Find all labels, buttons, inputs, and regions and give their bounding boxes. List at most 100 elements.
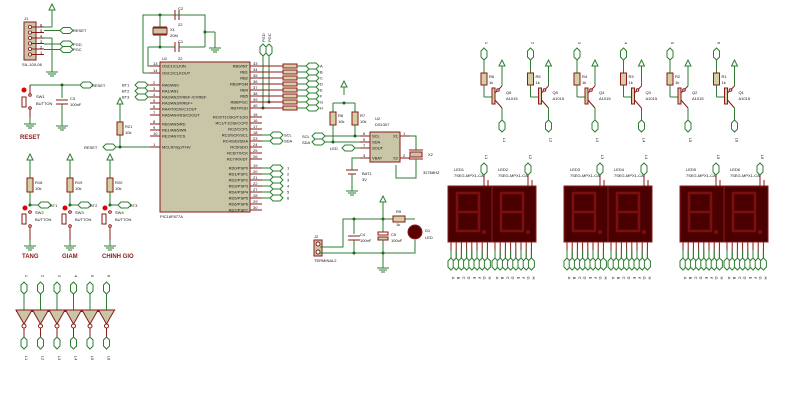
segment-label: B bbox=[500, 277, 505, 280]
pin-name: RB0/INT bbox=[233, 64, 249, 69]
junction-dot bbox=[118, 145, 122, 149]
cap-ref: C2 bbox=[178, 6, 184, 11]
display-part: 7SEG-MPX1-CA bbox=[570, 173, 600, 178]
button-sw2[interactable] bbox=[21, 213, 27, 225]
pin-name: RB5 bbox=[240, 94, 249, 99]
net-label: BT3 bbox=[122, 95, 130, 100]
res-value: 1k bbox=[675, 80, 679, 85]
net-label: 2 bbox=[41, 275, 46, 278]
terminal-screw bbox=[315, 241, 321, 247]
res-value: 10k bbox=[360, 119, 366, 124]
pin-name: RB7/PGD bbox=[230, 106, 248, 111]
display-led2 bbox=[491, 185, 537, 243]
pin-name: RD4/PSP4 bbox=[229, 190, 249, 195]
crystal-ref: X1 bbox=[170, 27, 176, 32]
pin-name: RA5/AN4/SS/C2OUT bbox=[162, 113, 200, 118]
pin-number: 4 bbox=[153, 92, 156, 97]
mcu-u1 bbox=[159, 61, 251, 213]
pin-number: 2 bbox=[153, 80, 156, 85]
net-terminal bbox=[269, 194, 284, 202]
power-icon bbox=[66, 152, 74, 161]
crystal-value: 32768HZ bbox=[423, 170, 440, 175]
net-label: 1 bbox=[484, 42, 489, 45]
battery-ref: BAT1 bbox=[362, 171, 372, 176]
header-j1 bbox=[23, 21, 37, 61]
net-terminal bbox=[269, 164, 284, 172]
segment-label: B bbox=[616, 277, 621, 280]
button-sw4[interactable] bbox=[101, 213, 107, 225]
pin-name: OSC2/CLKOUT bbox=[162, 71, 191, 76]
transistor-part: A1015 bbox=[692, 96, 704, 101]
res-value: 10k bbox=[75, 186, 81, 191]
segment-label: F bbox=[521, 277, 526, 280]
resistor bbox=[351, 111, 359, 126]
display-ref: LED2 bbox=[498, 167, 509, 172]
connector-ref: J2 bbox=[314, 234, 319, 239]
segment-label: D bbox=[467, 277, 472, 280]
wire bbox=[541, 99, 549, 109]
resistor bbox=[527, 72, 534, 86]
resistor-pack-element bbox=[282, 105, 298, 111]
wire bbox=[320, 218, 415, 248]
net-label: L5 bbox=[688, 138, 693, 143]
resistor bbox=[713, 72, 720, 86]
res-value: 1k bbox=[722, 80, 726, 85]
net-terminal bbox=[591, 119, 599, 133]
led-d1-icon bbox=[407, 224, 423, 240]
pin-name: RD6/PSP6 bbox=[229, 202, 249, 207]
net-terminal bbox=[712, 162, 720, 176]
transistor-ref: Q3 bbox=[646, 90, 652, 95]
pin-number: 35 bbox=[253, 73, 258, 78]
res-ref: R6 bbox=[489, 74, 495, 79]
segment-label: F bbox=[753, 277, 758, 280]
pin-name: RC0/T1OSO/T1CKI bbox=[213, 115, 248, 120]
net-terminal bbox=[620, 47, 627, 61]
segment-label: D bbox=[627, 277, 632, 280]
net-label: 3 bbox=[577, 42, 582, 45]
button-sw3[interactable] bbox=[61, 213, 67, 225]
segment-label: C bbox=[737, 277, 742, 280]
button-caption: CHINH GIO bbox=[102, 254, 134, 260]
resistor-pack-element bbox=[282, 63, 298, 69]
segment-label: G bbox=[526, 276, 531, 279]
transistor-q3 bbox=[631, 87, 635, 105]
net-label: BT3 bbox=[130, 203, 138, 208]
net-terminal bbox=[305, 86, 320, 94]
net-label: SDA bbox=[302, 140, 311, 145]
resistor bbox=[106, 177, 114, 193]
cap-value: 22 bbox=[178, 56, 183, 61]
pin-number: 38 bbox=[253, 91, 258, 96]
net-label: SDA bbox=[284, 139, 293, 144]
net-label: C bbox=[320, 76, 323, 81]
net-terminal bbox=[715, 257, 723, 271]
cap-ref: C3 bbox=[70, 96, 76, 101]
resistor bbox=[26, 177, 34, 193]
net-label: F bbox=[320, 94, 323, 99]
net-terminal bbox=[269, 176, 284, 184]
net-terminal bbox=[305, 80, 320, 88]
net-label: L1 bbox=[484, 155, 489, 160]
resistor-pack-element bbox=[282, 93, 298, 99]
segment-label: E bbox=[588, 277, 593, 280]
resistor-pack-element bbox=[282, 87, 298, 93]
transistor-q1 bbox=[724, 87, 728, 105]
decimal-point bbox=[714, 230, 718, 234]
transistor-ref: Q2 bbox=[692, 90, 698, 95]
net-label: 5 bbox=[90, 275, 95, 278]
net-terminal bbox=[37, 281, 44, 295]
net-label: L4 bbox=[642, 138, 647, 143]
pin-number: 33 bbox=[253, 61, 258, 66]
net-terminal bbox=[311, 132, 326, 140]
segment-label: A bbox=[683, 277, 688, 280]
cap-value: 100nF bbox=[360, 238, 372, 243]
pin-number: 6 bbox=[40, 23, 43, 28]
button-sw1[interactable] bbox=[21, 96, 27, 108]
display-part: 7SEG-MPX1-CA bbox=[454, 173, 484, 178]
display-led3 bbox=[563, 185, 609, 243]
transistor-ref: Q1 bbox=[739, 90, 745, 95]
net-terminal bbox=[134, 93, 149, 101]
pin-name: RC3/SCK/SCL bbox=[222, 133, 249, 138]
transistor-q2 bbox=[677, 87, 682, 105]
res-value: 1k bbox=[629, 80, 633, 85]
capacitor-plate bbox=[377, 236, 389, 241]
